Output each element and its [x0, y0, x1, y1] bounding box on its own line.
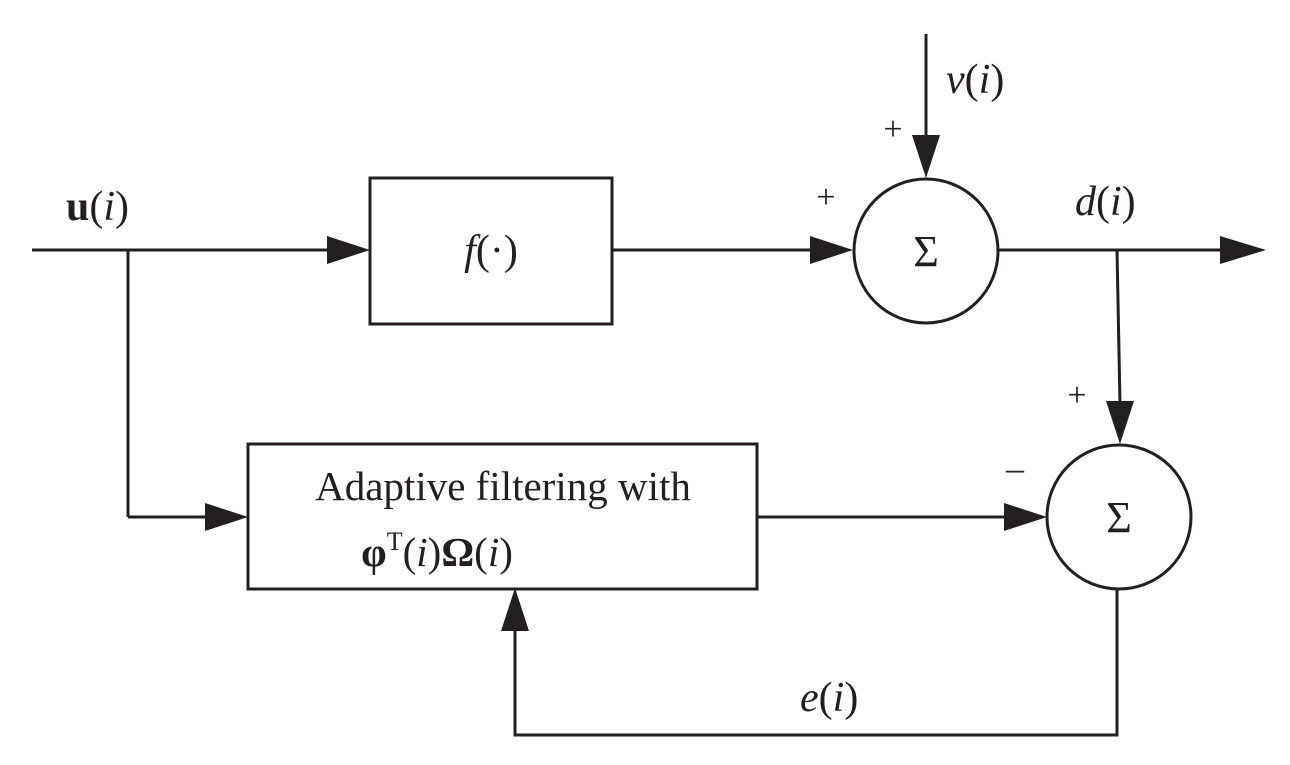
filter-output-arrowhead	[1004, 503, 1047, 531]
adaptive-filter-block	[246, 442, 759, 591]
output-arrowhead	[1220, 236, 1266, 264]
desired-arrowhead	[1106, 401, 1134, 444]
filter-input-arrowhead	[205, 503, 248, 531]
input-plus-sign: +	[816, 179, 835, 216]
error-arrowhead	[501, 588, 529, 631]
noise-plus-sign: +	[883, 111, 902, 148]
input-arrowhead	[327, 236, 370, 264]
system-block	[368, 176, 614, 326]
adaptive-filter-label-line2: φT(i)Ω(i)	[361, 527, 513, 575]
adaptive-filter-label-line1: Adaptive filtering with	[315, 463, 691, 509]
desired-down-line	[1115, 249, 1122, 405]
bottom-summer-symbol: Σ	[1106, 493, 1132, 542]
top-summer	[852, 177, 1000, 325]
desired-signal-label: d(i)	[1075, 179, 1136, 225]
top-summer-symbol: Σ	[913, 227, 939, 276]
noise-signal-label: v(i)	[946, 57, 1004, 103]
desired-plus-sign: +	[1067, 377, 1086, 414]
filter-minus-sign: –	[1005, 448, 1025, 488]
error-signal-label: e(i)	[800, 675, 858, 721]
noise-arrowhead	[912, 135, 940, 178]
bottom-summer	[1045, 443, 1193, 591]
input-signal-label: u(i)	[66, 184, 129, 230]
system-label: f(·)	[464, 228, 518, 274]
summer-input-arrowhead	[810, 236, 853, 264]
error-feedback-line	[513, 590, 1119, 737]
